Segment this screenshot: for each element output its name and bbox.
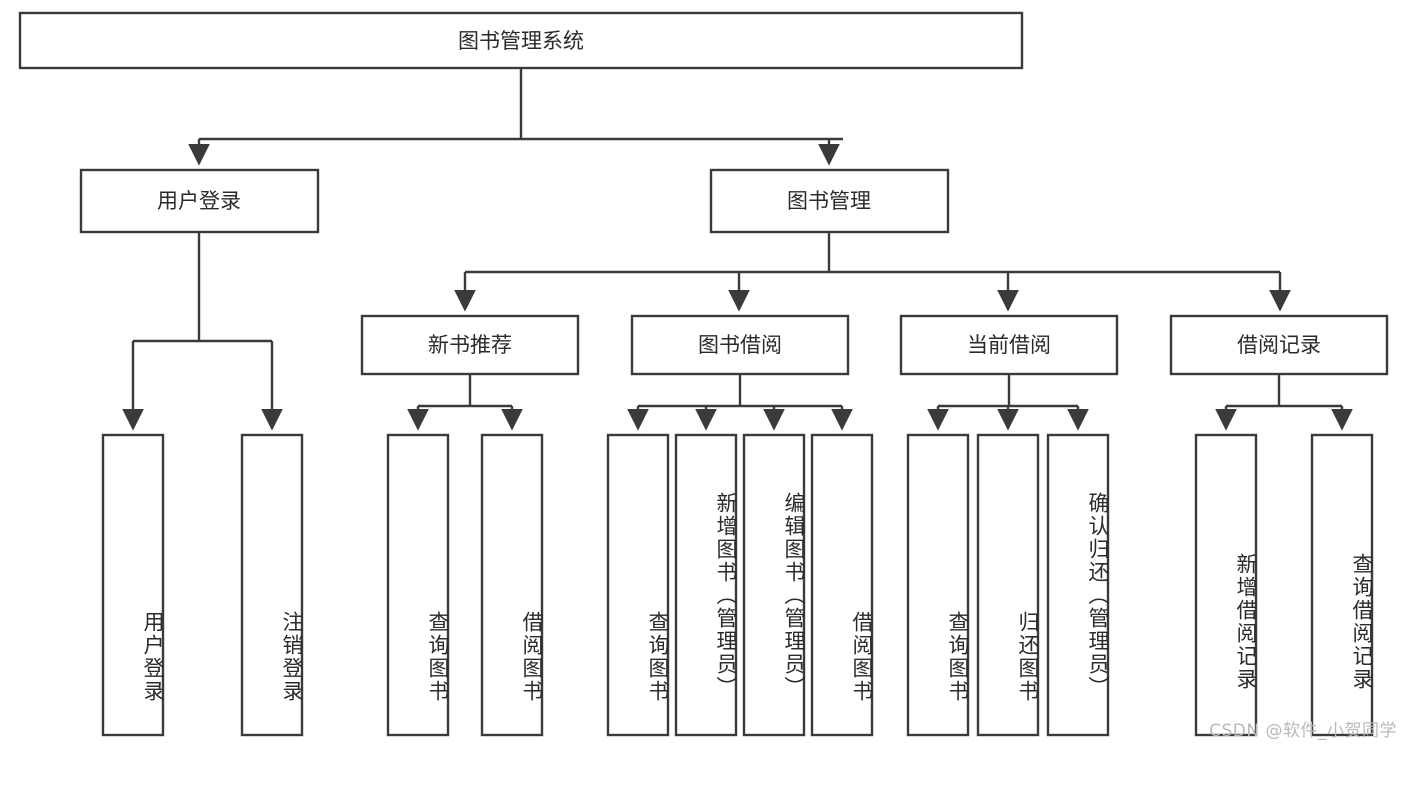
leaf-box-confirm-return[interactable] [1046, 433, 1110, 737]
connector-root-to-level2 [188, 68, 843, 166]
diagram-canvas: 图书管理系统 用户登录 图书管理 新书推荐 图书借阅 当前借阅 借阅记录 [18, 11, 1389, 737]
node-book-manage[interactable]: 图书管理 [709, 168, 950, 234]
leaf-box-add-book-admin[interactable] [674, 433, 738, 737]
connector-bookmanage-to-level3 [454, 232, 1291, 312]
node-root[interactable]: 图书管理系统 [18, 11, 1024, 70]
node-book-borrow[interactable]: 图书借阅 [630, 314, 850, 376]
leaf-box-query-borrow-record[interactable] [1310, 433, 1374, 737]
node-new-book-recommend-label: 新书推荐 [428, 333, 512, 357]
flowchart-diagram: 图书管理系统 用户登录 图书管理 新书推荐 图书借阅 当前借阅 借阅记录 [18, 11, 1397, 741]
leaf-box-query-book-borrow[interactable] [606, 433, 670, 737]
node-new-book-recommend[interactable]: 新书推荐 [360, 314, 580, 376]
node-current-borrow-label: 当前借阅 [967, 333, 1051, 357]
node-user-login[interactable]: 用户登录 [79, 168, 320, 234]
node-root-label: 图书管理系统 [458, 29, 584, 53]
csdn-watermark: CSDN @软件_小贺同学 [1209, 721, 1397, 741]
node-current-borrow[interactable]: 当前借阅 [899, 314, 1119, 376]
leaf-boxes [101, 433, 1374, 737]
leaf-box-borrow-book[interactable] [810, 433, 874, 737]
node-book-borrow-label: 图书借阅 [698, 333, 782, 357]
leaf-box-return-book[interactable] [976, 433, 1040, 737]
connector-currentborrow-to-leaves [927, 374, 1089, 431]
leaf-box-query-book-new[interactable] [386, 433, 450, 737]
node-book-manage-label: 图书管理 [787, 189, 871, 213]
leaf-box-add-borrow-record[interactable] [1194, 433, 1258, 737]
leaf-box-edit-book-admin[interactable] [742, 433, 806, 737]
connector-borrowrecord-to-leaves [1215, 374, 1353, 431]
node-borrow-record[interactable]: 借阅记录 [1169, 314, 1389, 376]
leaf-box-logout-login[interactable] [240, 433, 304, 737]
connector-userlogin-to-leaves [122, 232, 283, 431]
node-user-login-label: 用户登录 [157, 189, 241, 213]
connector-newbook-to-leaves [407, 374, 523, 431]
connector-bookborrow-to-leaves [627, 374, 853, 431]
leaf-box-borrow-book-new[interactable] [480, 433, 544, 737]
node-borrow-record-label: 借阅记录 [1237, 333, 1321, 357]
leaf-box-user-login[interactable] [101, 433, 165, 737]
leaf-box-query-book-current[interactable] [906, 433, 970, 737]
